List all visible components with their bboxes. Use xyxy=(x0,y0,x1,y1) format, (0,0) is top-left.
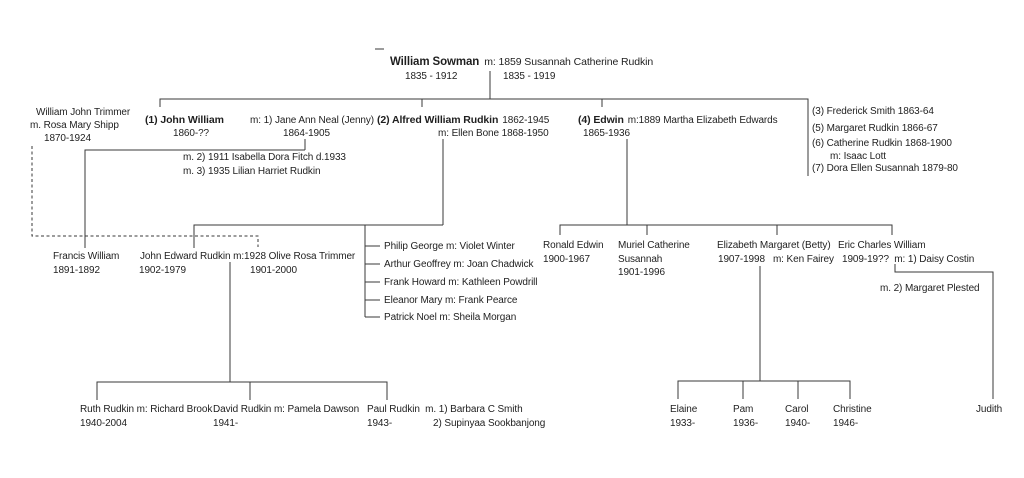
trimmer-name: William John Trimmer xyxy=(36,107,131,118)
trimmer-marriage: m. Rosa Mary Shipp xyxy=(30,120,119,131)
alfred-child-frank: Frank Howard m: Kathleen Powdrill xyxy=(384,277,538,288)
carol-name: Carol xyxy=(785,404,809,415)
olive-dates: 1901-2000 xyxy=(250,265,297,276)
line-rudkin-bracket xyxy=(96,381,388,400)
line-alfred-children xyxy=(193,224,443,248)
betty-name: Elizabeth Margaret (Betty) xyxy=(717,240,831,251)
christine-dates: 1946- xyxy=(833,418,859,429)
line-trimmer-dotted xyxy=(31,146,259,247)
other-child-6-marriage: m: Isaac Lott xyxy=(830,151,886,162)
alfred-child-eleanor: Eleanor Mary m: Frank Pearce xyxy=(384,295,518,306)
alfred-child-philip: Philip George m: Violet Winter xyxy=(384,241,515,252)
alfred-row: (2) Alfred William Rudkin 1862-1945 xyxy=(377,114,549,127)
john-edward-dates: 1902-1979 xyxy=(139,265,186,276)
alfred-marriage: m: Ellen Bone 1868-1950 xyxy=(438,128,549,139)
carol-dates: 1940- xyxy=(785,418,811,429)
edwin-marriage: m:1889 Martha Elizabeth Edwards xyxy=(627,115,778,126)
ronald-dates: 1900-1967 xyxy=(543,254,590,265)
christine-name: Christine xyxy=(833,404,872,415)
elaine-name: Elaine xyxy=(670,404,698,415)
jane-neal-dates: 1864-1905 xyxy=(283,128,330,139)
pam-dates: 1936- xyxy=(733,418,759,429)
john-william-marriage2: m. 2) 1911 Isabella Dora Fitch d.1933 xyxy=(183,152,346,163)
edwin-dates: 1865-1936 xyxy=(583,128,630,139)
alfred-dates: 1862-1945 xyxy=(502,115,550,126)
alfred-child-arthur: Arthur Geoffrey m: Joan Chadwick xyxy=(384,259,534,270)
david-dates: 1941- xyxy=(213,418,239,429)
ruth-name: Ruth Rudkin m: Richard Brook xyxy=(80,404,213,415)
other-child-5: (5) Margaret Rudkin 1866-67 xyxy=(812,123,938,134)
john-william-name: (1) John William xyxy=(145,114,224,126)
muriel-name2: Susannah xyxy=(618,254,663,265)
john-william-marriage1: m: 1) Jane Ann Neal (Jenny) xyxy=(250,115,375,126)
trimmer-dates: 1870-1924 xyxy=(44,133,91,144)
root-couple: William Sowman m: 1859 Susannah Catherin… xyxy=(390,56,653,68)
paul-name: Paul Rudkin m. 1) Barbara C Smith xyxy=(367,404,523,415)
eric-name: Eric Charles William xyxy=(838,240,926,251)
john-edward-name: John Edward Rudkin m:1928 Olive Rosa Tri… xyxy=(140,251,356,262)
root-husband-dates: 1835 - 1912 xyxy=(405,71,458,82)
francis-dates: 1891-1892 xyxy=(53,265,100,276)
muriel-name: Muriel Catherine xyxy=(618,240,690,251)
edwin-name: (4) Edwin xyxy=(578,114,624,126)
john-william-marriage3: m. 3) 1935 Lilian Harriet Rudkin xyxy=(183,166,321,177)
other-child-3: (3) Frederick Smith 1863-64 xyxy=(812,106,934,117)
alfred-child-patrick: Patrick Noel m: Sheila Morgan xyxy=(384,312,517,323)
paul-dates: 1943- xyxy=(367,418,393,429)
david-name: David Rudkin m: Pamela Dawson xyxy=(213,404,360,415)
root-wife-dates: 1835 - 1919 xyxy=(503,71,556,82)
line-gen2-bracket xyxy=(159,98,809,176)
eric-marriage2: m. 2) Margaret Plested xyxy=(880,283,980,294)
other-child-7: (7) Dora Ellen Susannah 1879-80 xyxy=(812,163,958,174)
root-marriage: m: 1859 Susannah Catherine Rudkin xyxy=(484,56,654,68)
line-marriage1 xyxy=(84,149,305,248)
paul-marriage2: 2) Supinyaa Sookbanjong xyxy=(433,418,546,429)
ronald-name: Ronald Edwin xyxy=(543,240,604,251)
elaine-dates: 1933- xyxy=(670,418,696,429)
edwin-row: (4) Edwin m:1889 Martha Elizabeth Edward… xyxy=(578,114,778,127)
line-edwin-bracket xyxy=(559,224,893,235)
other-child-6: (6) Catherine Rudkin 1868-1900 xyxy=(812,138,952,149)
betty-dates-marriage: 1907-1998 m: Ken Fairey xyxy=(718,254,834,265)
pam-name: Pam xyxy=(733,404,754,415)
alfred-name: (2) Alfred William Rudkin xyxy=(377,114,499,126)
line-fairey-bracket xyxy=(677,380,851,399)
john-william-dates: 1860-?? xyxy=(173,128,209,139)
root-name: William Sowman xyxy=(390,56,480,68)
francis-name: Francis William xyxy=(53,251,120,262)
ruth-dates: 1940-2004 xyxy=(80,418,127,429)
judith-name: Judith xyxy=(976,404,1003,415)
line-eric-marriage xyxy=(894,264,994,399)
eric-dates-marriage: 1909-19?? m: 1) Daisy Costin xyxy=(842,254,975,265)
muriel-dates: 1901-1996 xyxy=(618,267,665,278)
